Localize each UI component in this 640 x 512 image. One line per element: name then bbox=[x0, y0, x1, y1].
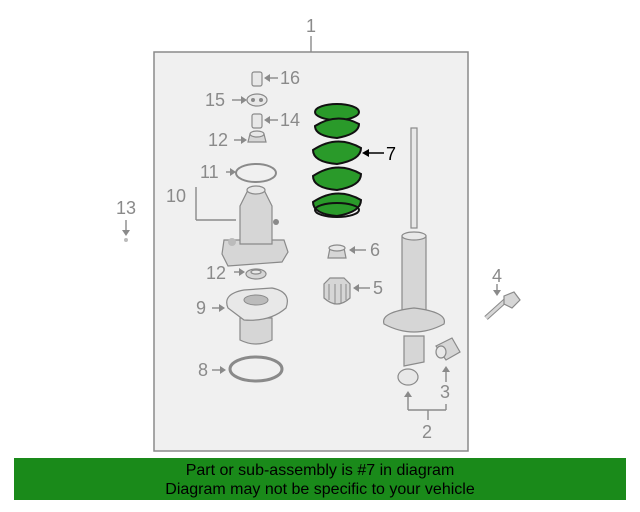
callout-13: 13 bbox=[116, 198, 136, 218]
part-5-bump-stop[interactable] bbox=[323, 277, 370, 305]
callout-12b: 12 bbox=[206, 263, 226, 283]
callout-4: 4 bbox=[492, 266, 502, 286]
parts-diagram: 1 16 15 14 12 11 10 7 13 6 12 4 5 9 8 3 … bbox=[116, 16, 521, 452]
callout-8: 8 bbox=[198, 360, 208, 380]
callout-7: 7 bbox=[386, 144, 396, 164]
part-4-bolt[interactable] bbox=[484, 284, 521, 320]
callout-10: 10 bbox=[166, 186, 186, 206]
callout-2: 2 bbox=[422, 422, 432, 442]
part-16-nut[interactable] bbox=[251, 71, 278, 87]
highlight-banner: Part or sub-assembly is #7 in diagram Di… bbox=[14, 458, 626, 500]
callout-5: 5 bbox=[373, 278, 383, 298]
part-6-bump-cap[interactable] bbox=[327, 244, 366, 259]
callout-16: 16 bbox=[280, 68, 300, 88]
callout-15: 15 bbox=[205, 90, 225, 110]
part-10-upper-mount[interactable] bbox=[195, 185, 289, 267]
callout-9: 9 bbox=[196, 298, 206, 318]
callout-11: 11 bbox=[200, 162, 219, 182]
part-13-bolt[interactable] bbox=[122, 220, 130, 242]
banner-line-1: Part or sub-assembly is #7 in diagram bbox=[185, 462, 455, 479]
part-11-seal[interactable] bbox=[226, 163, 277, 183]
callout-6: 6 bbox=[370, 240, 380, 260]
part-9-lower-mount[interactable] bbox=[212, 287, 288, 345]
callout-3: 3 bbox=[440, 382, 450, 402]
part-12-lower-bushing[interactable] bbox=[234, 268, 267, 280]
part-7-coil-spring[interactable] bbox=[311, 103, 384, 218]
callout-14: 14 bbox=[280, 110, 300, 130]
part-14-bushing[interactable] bbox=[251, 113, 278, 129]
part-12-upper-bushing[interactable] bbox=[234, 130, 267, 144]
part-3-strut-assembly[interactable] bbox=[382, 127, 461, 420]
part-15-washer[interactable] bbox=[232, 93, 268, 107]
callout-1: 1 bbox=[306, 16, 316, 36]
banner-line-2: Diagram may not be specific to your vehi… bbox=[165, 481, 475, 498]
part-8-spring-seat[interactable] bbox=[212, 355, 284, 383]
callout-12a: 12 bbox=[208, 130, 228, 150]
